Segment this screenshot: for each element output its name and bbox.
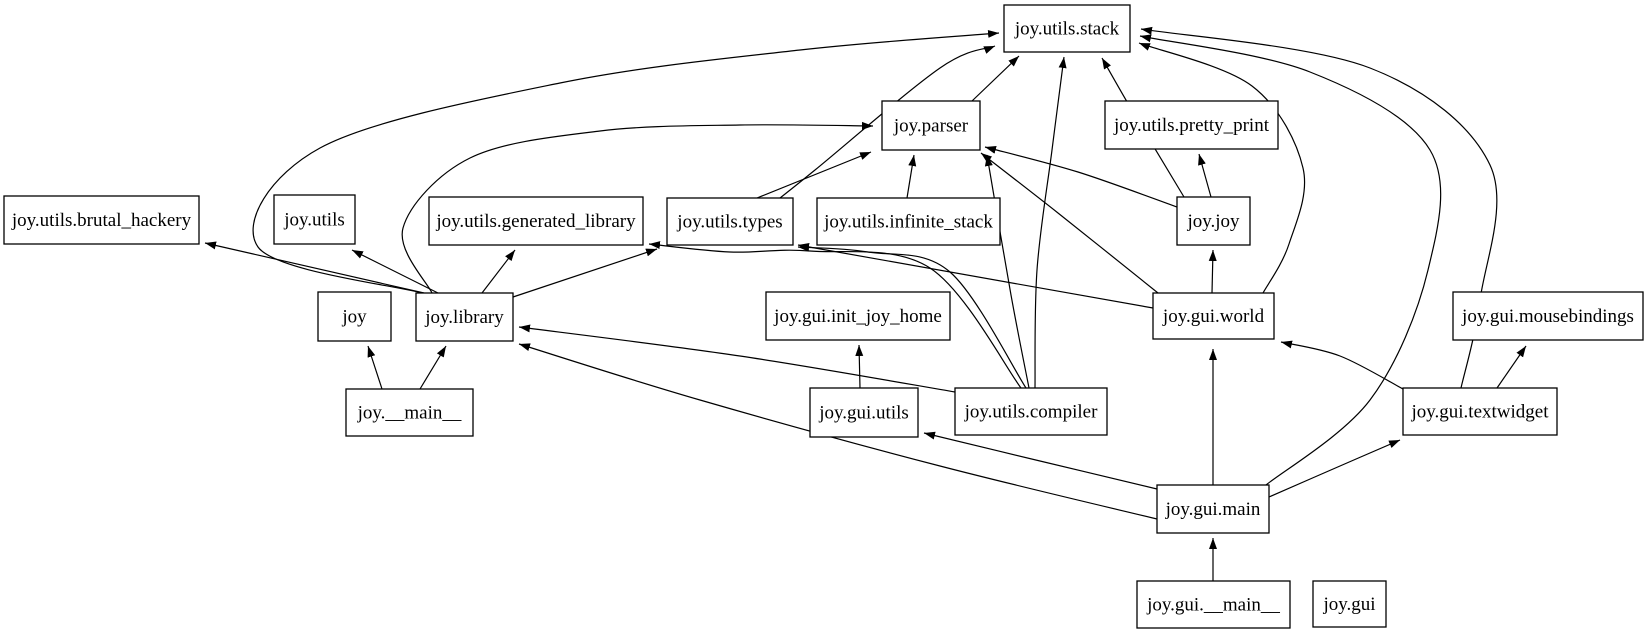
node-label: joy.utils.infinite_stack <box>823 212 993 233</box>
node-joy.gui.__main__: joy.gui.__main__ <box>1136 580 1291 629</box>
node-joy.gui.init_joy_home: joy.gui.init_joy_home <box>765 291 951 341</box>
node-label: joy.utils.stack <box>1014 19 1120 40</box>
edge-joy.__main__-to-joy.library <box>419 345 447 390</box>
node-label: joy.parser <box>893 116 969 137</box>
node-box <box>1312 580 1387 628</box>
node-box <box>1156 484 1270 534</box>
node-box <box>273 194 356 245</box>
node-box <box>809 387 919 438</box>
edge-joy.library-to-joy.utils.brutal_hackery <box>204 241 425 294</box>
node-label: joy <box>341 307 367 328</box>
node-label: joy.utils.types <box>676 212 782 233</box>
node-box <box>666 197 794 246</box>
node-box <box>954 387 1108 436</box>
edge-joy.library-to-joy.utils <box>351 249 439 294</box>
node-label: joy.gui.main <box>1165 499 1261 520</box>
edge-joy.utils.compiler-to-joy.utils.generated_library <box>648 241 1022 389</box>
node-label: joy.joy <box>1186 211 1240 232</box>
node-joy.joy: joy.joy <box>1176 196 1251 246</box>
node-label: joy.gui <box>1322 594 1375 615</box>
edge-joy.library-to-joy.utils.types <box>512 248 658 298</box>
edge-joy.gui.world-to-joy.parser <box>980 152 1159 294</box>
node-box <box>1176 196 1251 246</box>
node-box <box>1152 292 1275 340</box>
node-joy.utils: joy.utils <box>273 194 356 245</box>
node-label: joy.gui.mousebindings <box>1461 306 1634 327</box>
edge-joy.gui.main-to-joy.gui.utils <box>923 431 1158 490</box>
node-joy.gui: joy.gui <box>1312 580 1387 628</box>
node-joy.utils.brutal_hackery: joy.utils.brutal_hackery <box>3 195 200 245</box>
edge-joy.gui.world-to-joy.utils.types <box>797 242 1154 309</box>
node-label: joy.utils <box>283 210 345 231</box>
node-joy.library: joy.library <box>415 292 514 342</box>
node-joy.utils.stack: joy.utils.stack <box>1003 4 1131 53</box>
edge-joy.utils.types-to-joy.utils.stack <box>779 45 996 199</box>
node-box <box>3 195 200 245</box>
node-label: joy.utils.brutal_hackery <box>11 210 192 231</box>
node-box <box>1136 580 1291 629</box>
node-joy.utils.pretty_print: joy.utils.pretty_print <box>1104 100 1279 150</box>
edge-joy.gui.world-to-joy.joy <box>1208 249 1217 294</box>
node-joy.__main__: joy.__main__ <box>345 388 474 437</box>
edge-joy.gui.textwidget-to-joy.gui.mousebindings <box>1496 345 1527 389</box>
edge-joy.gui.main-to-joy.gui.textwidget <box>1268 439 1401 498</box>
node-box <box>1402 387 1558 436</box>
node-box <box>1104 100 1279 150</box>
edge-joy.utils.types-to-joy.parser <box>756 151 872 199</box>
edge-joy.utils.infinite_stack-to-joy.parser <box>906 154 917 199</box>
node-joy.gui.utils: joy.gui.utils <box>809 387 919 438</box>
node-joy.utils.infinite_stack: joy.utils.infinite_stack <box>816 197 1001 246</box>
node-joy.utils.generated_library: joy.utils.generated_library <box>428 196 644 246</box>
node-label: joy.library <box>424 307 504 328</box>
edge-joy.utils.compiler-to-joy.library <box>518 324 956 393</box>
node-box <box>345 388 474 437</box>
node-joy.parser: joy.parser <box>881 100 981 151</box>
edge-joy.utils.compiler-to-joy.utils.stack <box>1034 56 1067 389</box>
edge-joy.gui.main-to-joy.utils.stack <box>1139 34 1442 486</box>
node-label: joy.gui.init_joy_home <box>773 306 942 327</box>
node-box <box>415 292 514 342</box>
node-joy.utils.types: joy.utils.types <box>666 197 794 246</box>
edge-joy.library-to-joy.utils.generated_library <box>481 249 516 294</box>
edge-joy.__main__-to-joy <box>367 345 383 390</box>
node-label: joy.gui.utils <box>818 403 909 424</box>
node-label: joy.utils.generated_library <box>435 211 636 232</box>
node-label: joy.__main__ <box>357 403 462 424</box>
node-box <box>816 197 1001 246</box>
node-box <box>428 196 644 246</box>
edge-joy.utils.compiler-to-joy.utils.types <box>797 243 1027 389</box>
node-joy.utils.compiler: joy.utils.compiler <box>954 387 1108 436</box>
edge-joy.parser-to-joy.utils.stack <box>971 55 1020 102</box>
node-box <box>881 100 981 151</box>
node-label: joy.gui.__main__ <box>1146 595 1280 616</box>
edge-joy.gui.textwidget-to-joy.gui.world <box>1280 340 1404 390</box>
node-label: joy.utils.compiler <box>964 402 1098 423</box>
edge-joy.library-to-joy.parser <box>401 121 874 294</box>
node-joy: joy <box>317 291 392 342</box>
edge-joy.joy-to-joy.parser <box>984 146 1178 208</box>
edge-joy.library-to-joy.utils.stack <box>252 29 1000 294</box>
node-joy.gui.main: joy.gui.main <box>1156 484 1270 534</box>
edge-joy.joy-to-joy.utils.pretty_print <box>1198 153 1212 198</box>
node-label: joy.gui.textwidget <box>1410 402 1549 423</box>
edge-joy.gui.utils-to-joy.gui.init_joy_home <box>855 344 864 389</box>
node-joy.gui.world: joy.gui.world <box>1152 292 1275 340</box>
node-layer: joy.utils.stack joy.parser joy.utils.prett… <box>3 4 1644 629</box>
node-box <box>1452 291 1644 341</box>
edge-joy.utils.compiler-to-joy.parser <box>984 154 1030 389</box>
node-label: joy.gui.world <box>1162 306 1265 327</box>
edge-joy.gui.world-to-joy.utils.stack <box>1138 42 1306 294</box>
node-joy.gui.mousebindings: joy.gui.mousebindings <box>1452 291 1644 341</box>
node-box <box>317 291 392 342</box>
node-box <box>765 291 951 341</box>
node-box <box>1003 4 1131 53</box>
node-label: joy.utils.pretty_print <box>1113 115 1270 136</box>
node-joy.gui.textwidget: joy.gui.textwidget <box>1402 387 1558 436</box>
